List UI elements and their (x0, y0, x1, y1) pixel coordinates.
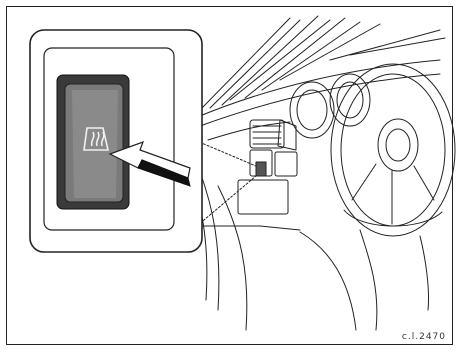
switch-inset (30, 30, 202, 252)
defogger-switch (57, 75, 129, 209)
air-vents (238, 120, 297, 214)
figure-code: c.l.2470 (402, 332, 446, 342)
steering-wheel (331, 64, 455, 236)
switch-location-mark (256, 162, 266, 176)
lower-dashboard-lines (300, 230, 429, 330)
